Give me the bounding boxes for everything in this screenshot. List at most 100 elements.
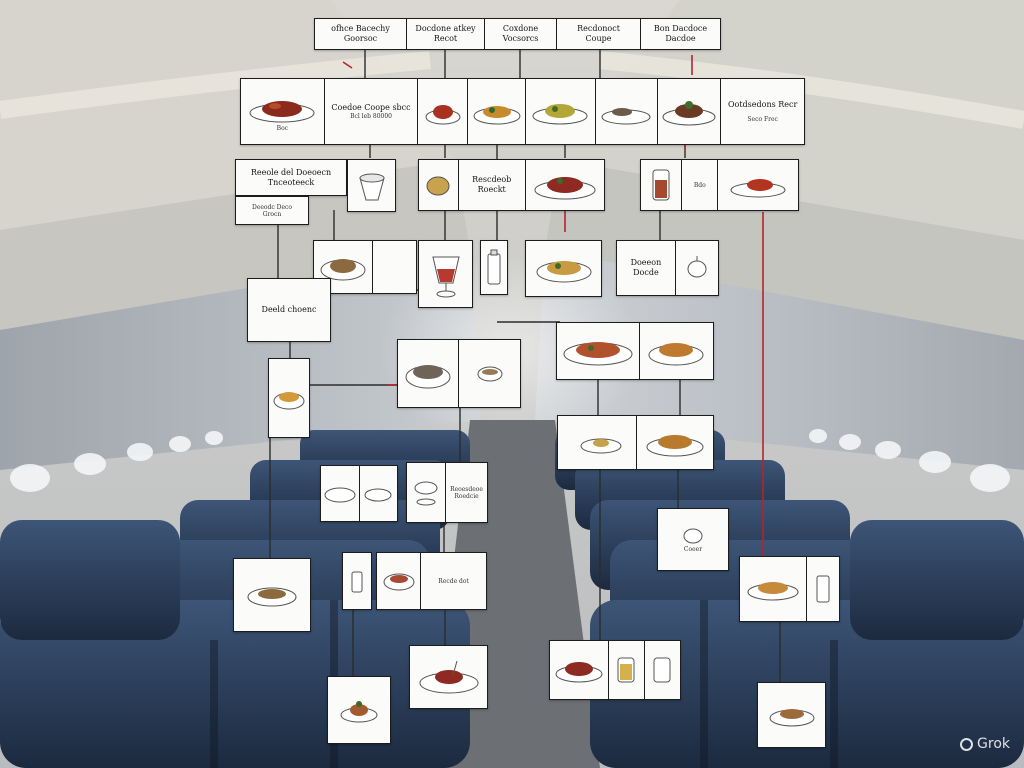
menu-label: Bdo: [693, 181, 706, 189]
teacup-icon: [687, 256, 707, 278]
watermark-text: Grok: [977, 736, 1010, 752]
header-cell-2: Docdone atkey Recot: [407, 19, 485, 49]
blank-cell: [373, 241, 416, 293]
dish-cell: [718, 160, 798, 210]
title-cell: Rescdeob Roeckt: [459, 160, 526, 210]
dish-cell: [676, 241, 718, 295]
dish-cell: [419, 160, 459, 210]
title-cell: Coedoe Coope sbcc Bcl leb 80000: [325, 79, 419, 144]
water-bottle-icon: [487, 249, 501, 284]
menu-row-7-mid: Recde dot: [376, 552, 487, 610]
dish-cell: [807, 557, 839, 621]
dish-cell: [314, 241, 373, 293]
cup-card: [347, 159, 396, 212]
bowl-icon: [324, 487, 356, 502]
coaer-card: Coeer: [657, 508, 729, 571]
plated-dish-icon: [419, 660, 478, 694]
bottom-left-card: [327, 676, 391, 744]
water-glass-icon: [653, 657, 671, 683]
roast-dish-icon: [747, 582, 799, 601]
seafood-dish-icon: [563, 342, 633, 366]
menu-subtitle: Bcl leb 80000: [350, 113, 392, 120]
dish-cell: [658, 79, 722, 144]
menu-row-2: Boc Coedoe Coope sbcc Bcl leb 80000 Ootd…: [240, 78, 805, 145]
dish-cell: [377, 553, 422, 609]
dessert-glass-icon: [431, 256, 460, 298]
grok-logo-icon: [960, 737, 974, 751]
garnished-dish-icon: [340, 701, 378, 723]
dish-cell: [609, 641, 645, 699]
header-menu-bar: ofhce Bacechy Goorsoc Docdone atkey Reco…: [314, 18, 721, 50]
menu-title: Deeld choenc: [261, 305, 317, 314]
coffee-cup-icon: [477, 366, 502, 381]
juice-glass-icon: [617, 657, 635, 683]
dish-cell: [418, 79, 469, 144]
title-cell: Doeeon Docde: [617, 241, 676, 295]
dish-cell: [526, 79, 596, 144]
bread-roll-icon: [426, 176, 450, 196]
bottle-icon: [351, 571, 363, 593]
stew-pot-icon: [405, 364, 451, 388]
header-label: Coxdone Vocsorcs: [502, 24, 539, 43]
menu-row-5-right: [556, 322, 714, 380]
dish-cell: [558, 416, 637, 469]
pasta-dish-icon: [536, 260, 591, 282]
dish-cell: [640, 323, 713, 379]
menu-subtitle: Deeodc Deco Grocn: [252, 203, 292, 218]
tag-card: [342, 552, 372, 610]
header-cell-5: Bon Dacdoce Dacdoe: [641, 19, 720, 49]
dessert-glass-card: [418, 240, 473, 308]
pasta-card: [525, 240, 602, 297]
plated-dish-card: [409, 645, 488, 709]
header-label: Recdonoct Coupe: [577, 24, 620, 43]
meat-dish-icon: [534, 177, 596, 200]
header-label: ofhce Bacechy Goorsoc: [331, 24, 390, 43]
dish-cell: [526, 160, 604, 210]
grok-watermark: Grok: [960, 736, 1010, 752]
dish-cell: [321, 466, 360, 521]
menu-row-6-left: [320, 465, 398, 522]
casserole-dish-icon: [247, 587, 297, 607]
dish-cell: [459, 340, 520, 407]
meat-dish-icon: [555, 662, 603, 683]
menu-subtitle: Seco Frec: [747, 116, 778, 123]
soup-bowl-icon: [425, 104, 461, 124]
dish-cell: [596, 79, 658, 144]
dish-cell: Boc: [241, 79, 325, 144]
header-label: Docdone atkey Recot: [415, 24, 476, 43]
dish-cell: [740, 557, 807, 621]
soup-bowl-icon: [273, 392, 305, 410]
menu-title: Reeole del Doeoecn Tnceoteeck: [250, 167, 332, 187]
header-label: Bon Dacdoce Dacdoe: [653, 24, 708, 43]
menu-row-7-right: [739, 556, 840, 622]
dish-cell: [641, 160, 683, 210]
dish-cell: [468, 79, 526, 144]
menu-row-3-right: Bdo: [640, 159, 799, 211]
seafood-dish-icon: [769, 709, 814, 727]
menu-title: Coedoe Coope sbcc: [331, 103, 411, 112]
casserole-dish-icon: [320, 259, 366, 281]
bottom-right-card: [757, 682, 826, 748]
header-cell-1: ofhce Bacechy Goorsoc: [315, 19, 407, 49]
menu-card-left-mid: Deeld choenc: [247, 278, 331, 342]
menu-title: Coeer: [683, 546, 703, 553]
dessert-cup-icon: [414, 481, 438, 505]
menu-title: Reoesdeoe Roedcie: [450, 485, 483, 500]
bowl-icon: [364, 488, 392, 501]
menu-card-left: Reeole del Doeoecn Tnceoteeck: [235, 159, 347, 196]
dish-cell: [407, 463, 447, 522]
garnished-dish-icon: [662, 100, 716, 125]
pasta-dish-icon: [646, 434, 704, 456]
dish-cell: [398, 340, 460, 407]
menu-row-4-left: [313, 240, 417, 294]
dessert-cup-icon: [358, 173, 385, 200]
menu-row-4-right: Doeeon Docde: [616, 240, 719, 296]
menu-card-left-sub: Deeodc Deco Grocn: [235, 196, 309, 225]
menu-title: Ootdsedons Recr: [727, 100, 798, 109]
pasta-dish-icon: [473, 105, 521, 124]
soup-bowl-icon: [383, 573, 415, 591]
header-cell-4: Recdonoct Coupe: [557, 19, 641, 49]
casserole-card: [233, 558, 311, 632]
title-cell: Recde dot: [421, 553, 486, 609]
dish-cell: [550, 641, 610, 699]
